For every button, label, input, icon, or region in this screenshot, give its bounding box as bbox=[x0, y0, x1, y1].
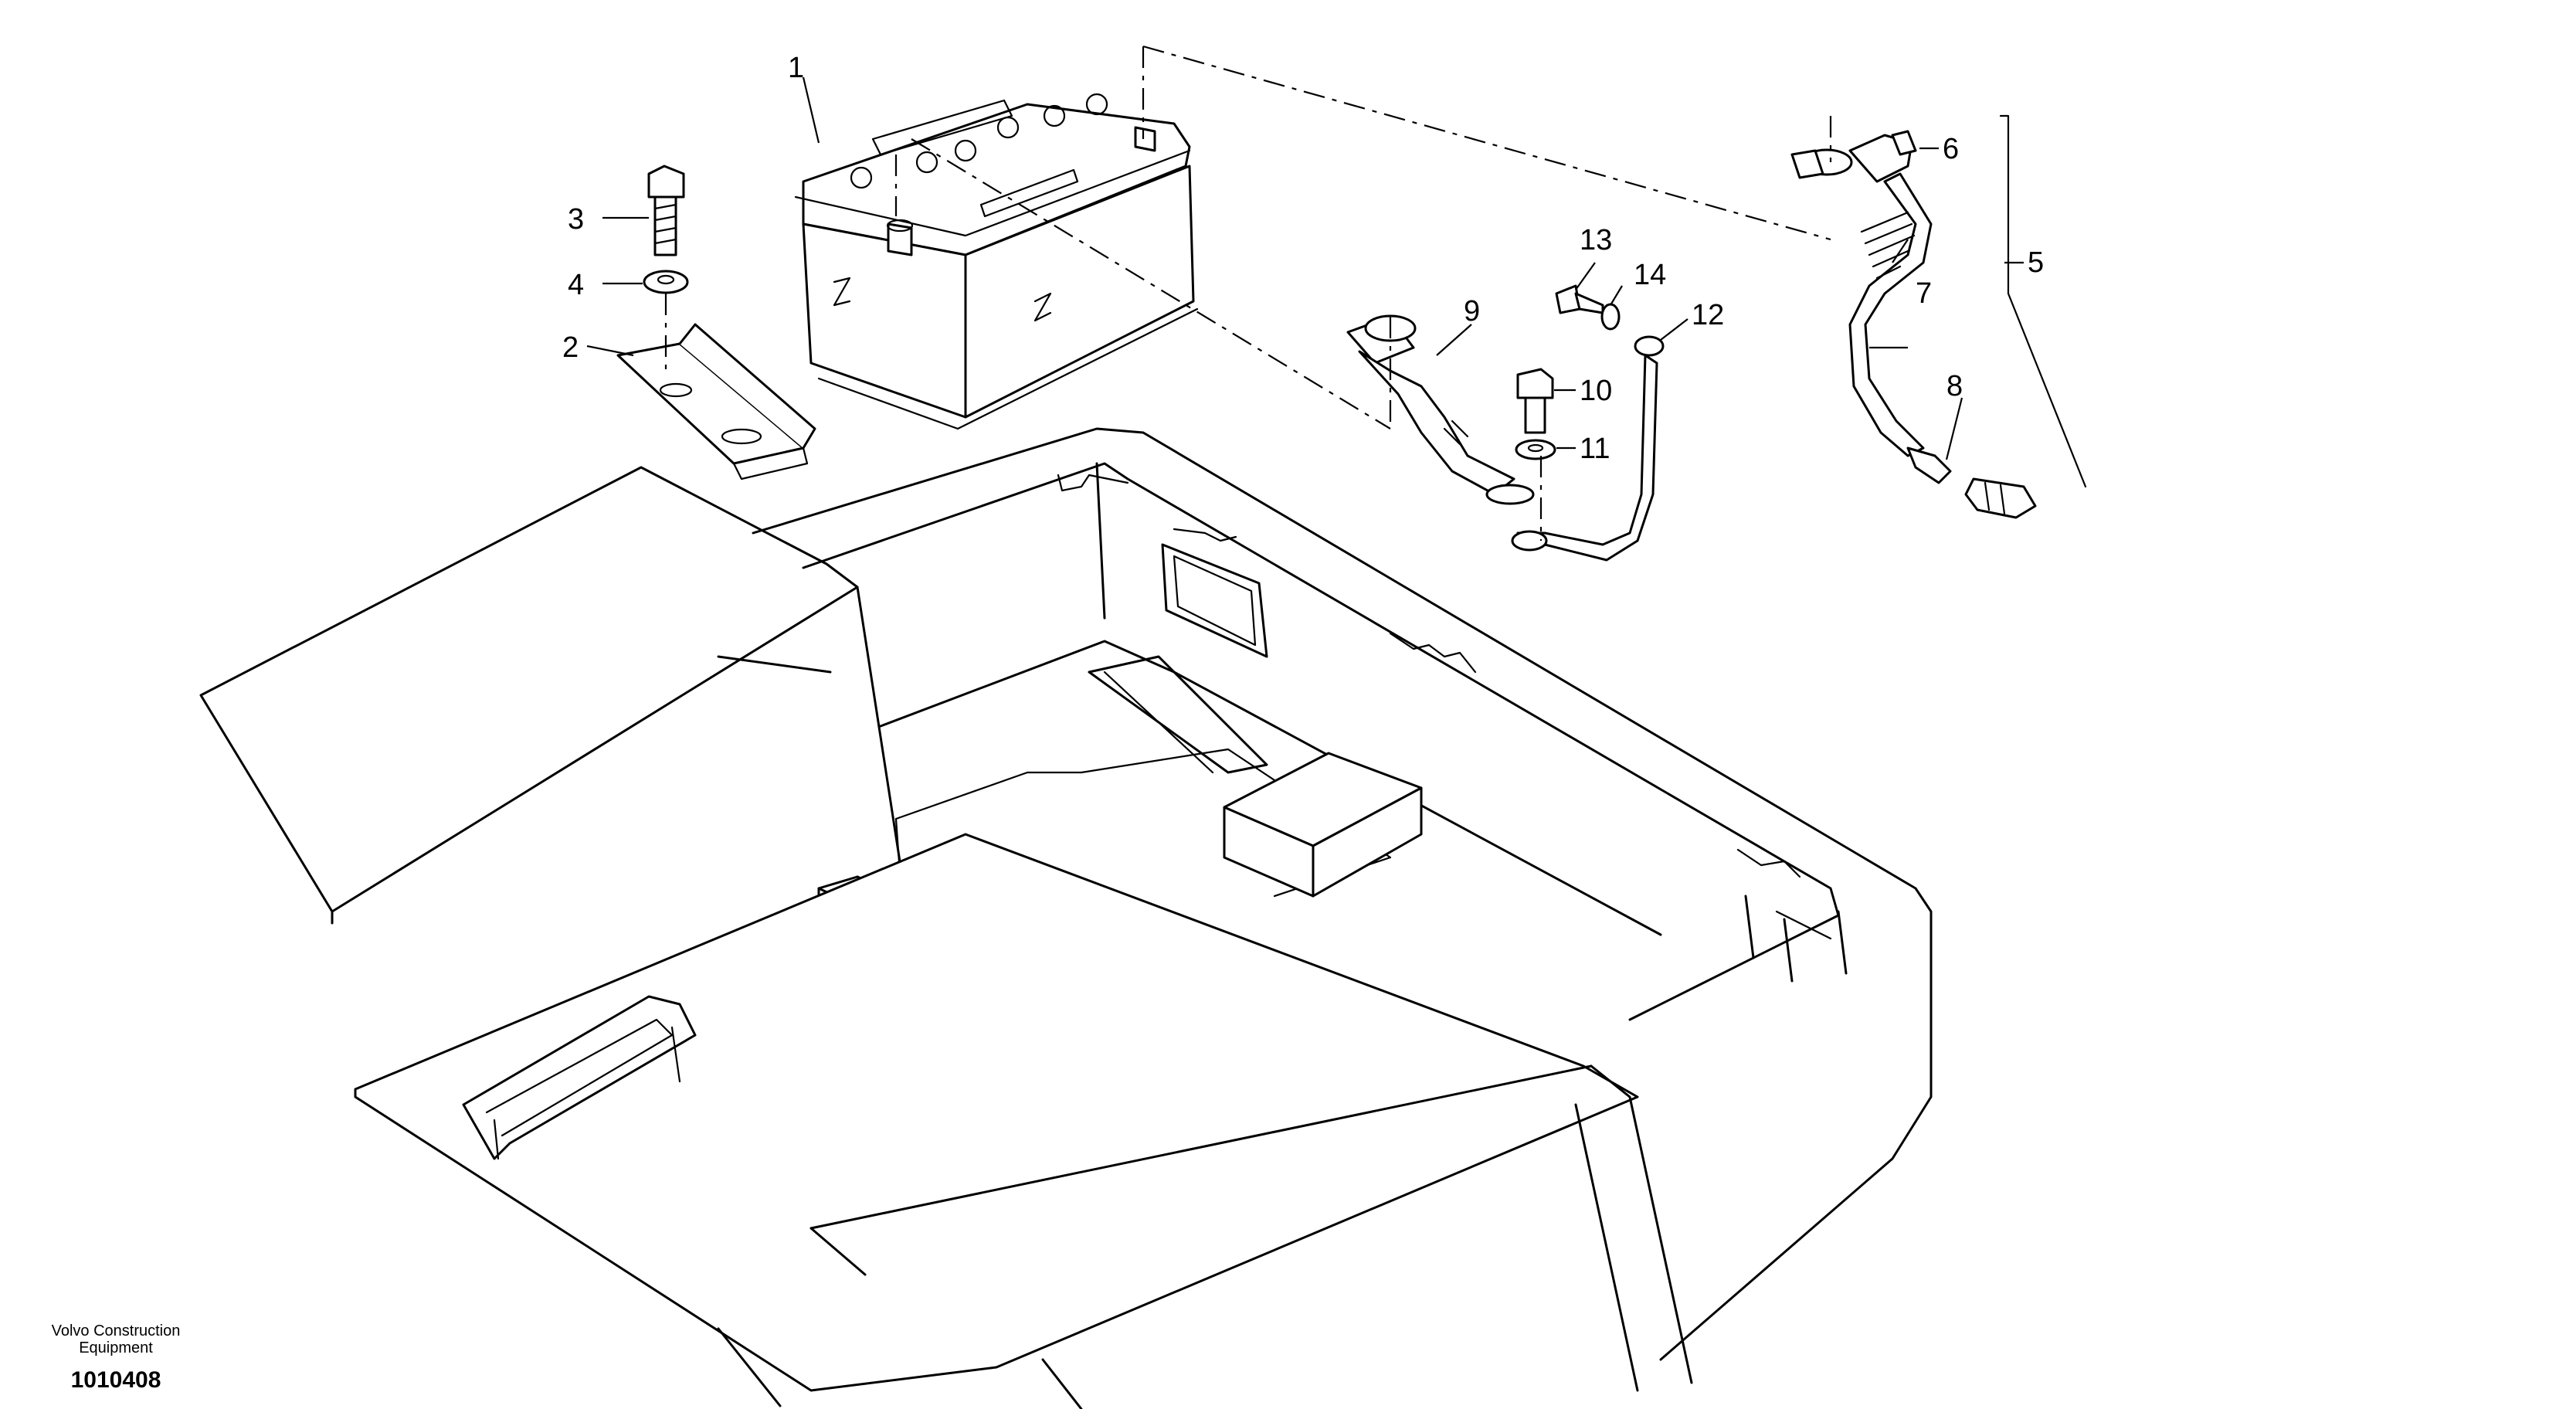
ground-cable bbox=[1511, 335, 1665, 562]
callout-10: 10 bbox=[1580, 375, 1612, 407]
positive-cable bbox=[1848, 172, 1952, 484]
callout-1: 1 bbox=[788, 52, 804, 84]
callout-4: 4 bbox=[568, 269, 584, 301]
battery bbox=[794, 93, 1199, 430]
callout-3: 3 bbox=[568, 203, 584, 236]
washer bbox=[643, 270, 689, 294]
callout-11: 11 bbox=[1580, 433, 1610, 465]
callout-8: 8 bbox=[1946, 370, 1963, 402]
assembly-lines bbox=[894, 45, 1832, 541]
callout-6: 6 bbox=[1943, 133, 1959, 165]
footer-company-line1: Volvo Construction bbox=[51, 1322, 181, 1339]
ground-cable-clamp bbox=[1346, 314, 1535, 505]
callout-14: 14 bbox=[1634, 259, 1666, 291]
terminal-boot bbox=[1964, 477, 2037, 519]
bolt-10 bbox=[1516, 368, 1554, 434]
drawing-number: 1010408 bbox=[70, 1367, 161, 1393]
washer-11 bbox=[1515, 439, 1556, 460]
callouts: 1 2 3 4 5 6 7 8 9 10 11 12 13 14 bbox=[562, 52, 2044, 465]
callout-7: 7 bbox=[1916, 277, 1932, 310]
callout-9: 9 bbox=[1464, 295, 1480, 328]
machine-frame bbox=[199, 427, 1933, 1409]
positive-terminal-clamp bbox=[1790, 130, 1917, 183]
footer-company-line2: Equipment bbox=[79, 1339, 153, 1356]
washer-14 bbox=[1600, 303, 1621, 331]
bracket-5 bbox=[1999, 114, 2087, 488]
bolt-13 bbox=[1555, 284, 1604, 314]
callout-13: 13 bbox=[1580, 224, 1612, 256]
callout-5: 5 bbox=[2028, 246, 2044, 279]
leader-lines bbox=[586, 76, 2024, 460]
bolt bbox=[647, 165, 685, 256]
callout-2: 2 bbox=[562, 331, 579, 364]
callout-12: 12 bbox=[1692, 299, 1724, 331]
footer-company-name: Volvo Construction Equipment bbox=[31, 1322, 201, 1356]
hold-down-clamp bbox=[616, 323, 816, 480]
